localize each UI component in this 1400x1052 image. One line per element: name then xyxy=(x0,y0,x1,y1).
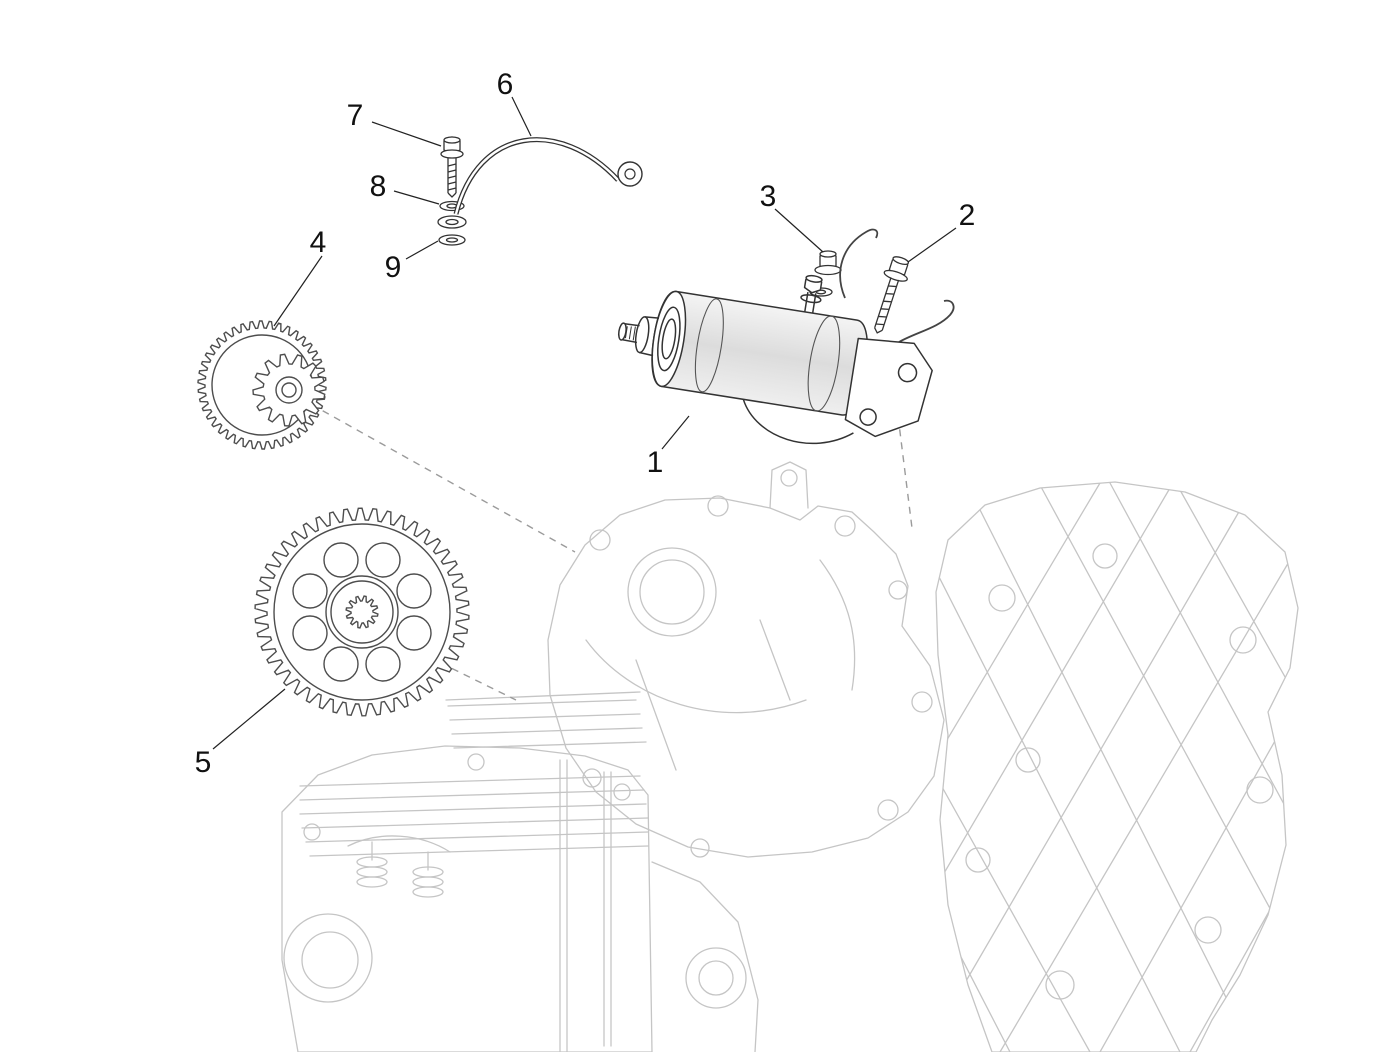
starter-cable-drawing xyxy=(453,137,643,215)
part-label-6: 6 xyxy=(496,68,514,101)
driven-ring-gear-drawing xyxy=(254,507,470,717)
part-label-4: 4 xyxy=(309,226,327,259)
callout-lines xyxy=(212,96,957,750)
starter-pinion-gear-drawing xyxy=(197,320,327,450)
part-label-2: 2 xyxy=(958,199,976,232)
starter-wire-leads xyxy=(839,228,955,343)
part-label-8: 8 xyxy=(369,170,387,203)
part-label-3: 3 xyxy=(759,180,777,213)
engine-case-sketch xyxy=(281,461,1299,1052)
part-label-9: 9 xyxy=(384,251,402,284)
starter-motor-drawing xyxy=(617,274,933,445)
part-label-7: 7 xyxy=(346,99,364,132)
part-label-5: 5 xyxy=(194,746,212,779)
part-label-1: 1 xyxy=(646,446,664,479)
